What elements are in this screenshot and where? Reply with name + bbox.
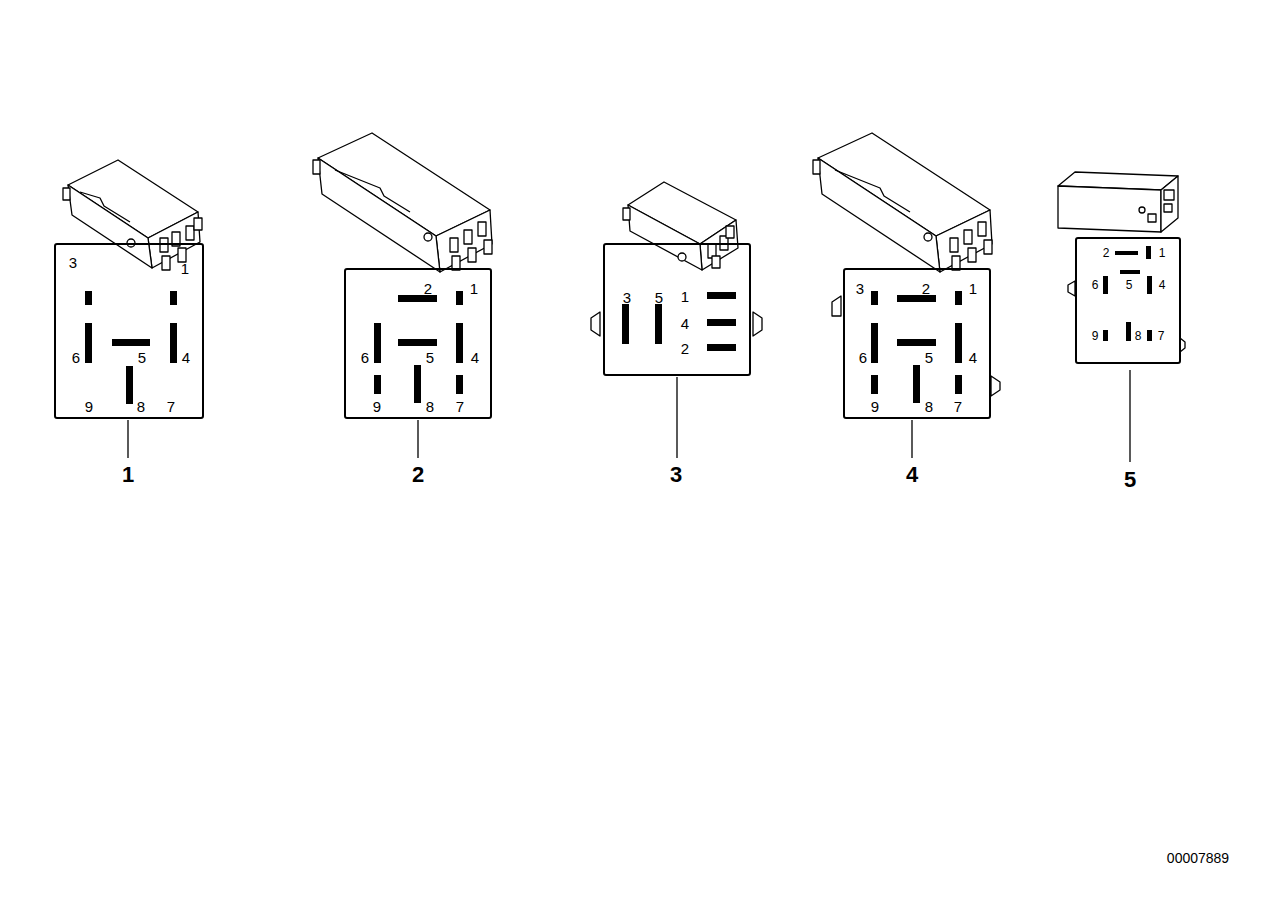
pin-number: 1 <box>969 281 977 296</box>
pin-number: 5 <box>1126 279 1133 291</box>
pin-number: 1 <box>181 261 189 276</box>
leader-lines <box>128 370 1130 462</box>
pin-number: 6 <box>1092 279 1099 291</box>
pin-number: 2 <box>922 281 930 296</box>
pinout-box: 2 1 6 5 4 9 8 7 <box>1075 237 1181 364</box>
pin-number: 2 <box>424 281 432 296</box>
pin-number: 8 <box>426 399 434 414</box>
pinout-box: 2 1 6 5 4 9 8 7 <box>344 268 492 419</box>
callout-number: 2 <box>412 464 424 486</box>
pin-number: 5 <box>138 350 146 365</box>
pin-number: 6 <box>72 350 80 365</box>
pin-number: 9 <box>85 399 93 414</box>
pin-number: 3 <box>623 290 631 305</box>
pin-number: 1 <box>681 289 689 304</box>
pin-number: 6 <box>859 350 867 365</box>
pin-number: 7 <box>456 399 464 414</box>
pin-number: 4 <box>471 350 479 365</box>
pin-number: 1 <box>470 281 478 296</box>
drawing-number: 00007889 <box>1167 851 1229 865</box>
pin-number: 3 <box>856 281 864 296</box>
relay-bodies <box>63 133 1185 396</box>
pin-number: 7 <box>954 399 962 414</box>
pin-number: 9 <box>871 399 879 414</box>
callout-number: 4 <box>906 464 918 486</box>
pin-number: 2 <box>681 341 689 356</box>
pin-number: 2 <box>1103 247 1110 259</box>
pin-number: 8 <box>1135 330 1142 342</box>
pin-number: 9 <box>373 399 381 414</box>
pin-number: 9 <box>1092 330 1099 342</box>
pin-number: 7 <box>167 399 175 414</box>
pin-number: 8 <box>137 399 145 414</box>
callout-number: 1 <box>122 464 134 486</box>
pin-number: 4 <box>182 350 190 365</box>
pin-number: 4 <box>681 316 689 331</box>
pinout-box: 3 5 1 4 2 <box>603 243 751 376</box>
pinout-box: 3 1 6 5 4 9 8 7 <box>54 243 204 419</box>
pin-number: 7 <box>1158 330 1165 342</box>
callout-number: 5 <box>1124 469 1136 491</box>
pin-terminals <box>85 246 1152 404</box>
pin-number: 1 <box>1159 247 1166 259</box>
pinout-box: 3 2 1 6 5 4 9 8 7 <box>843 268 991 419</box>
pin-number: 5 <box>655 290 663 305</box>
pin-number: 5 <box>426 350 434 365</box>
pin-number: 4 <box>1159 279 1166 291</box>
pin-number: 3 <box>69 255 77 270</box>
pin-number: 4 <box>969 350 977 365</box>
callout-number: 3 <box>670 464 682 486</box>
pin-number: 6 <box>361 350 369 365</box>
pin-number: 8 <box>925 399 933 414</box>
pin-number: 5 <box>925 350 933 365</box>
